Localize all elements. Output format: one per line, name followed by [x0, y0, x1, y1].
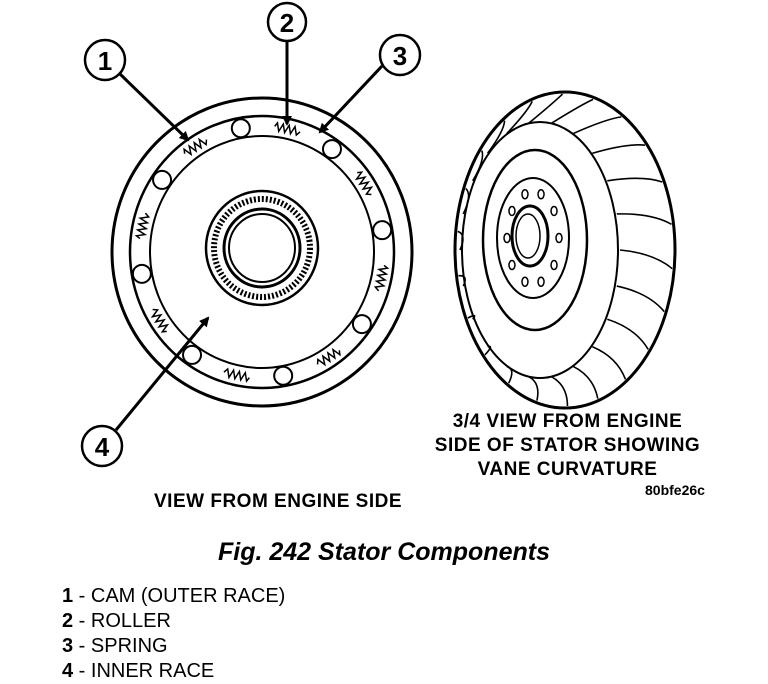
left-view-caption: VIEW FROM ENGINE SIDE	[154, 491, 403, 512]
hub-hole	[503, 232, 511, 244]
hub-ring	[496, 177, 570, 299]
vane	[484, 345, 492, 356]
legend: 1 - CAM (OUTER RACE) 2 - ROLLER 3 - SPRI…	[62, 584, 285, 684]
vane	[619, 249, 673, 270]
spring	[354, 171, 374, 196]
stator-34-view	[453, 90, 677, 410]
hub-hole	[521, 189, 529, 200]
vane	[506, 365, 513, 384]
roller	[372, 220, 393, 241]
hub-hole	[555, 232, 563, 244]
inner-race-hub	[222, 207, 302, 289]
vane	[592, 144, 646, 155]
vane	[528, 93, 564, 124]
vane	[550, 98, 594, 124]
legend-item: 3 - SPRING	[62, 635, 168, 657]
callout-1: 1	[83, 38, 190, 142]
roller	[152, 169, 173, 190]
roller	[230, 118, 251, 139]
spring	[134, 212, 151, 240]
vane	[458, 274, 467, 287]
spring	[373, 264, 390, 292]
spring	[223, 367, 250, 383]
hub-hole	[537, 276, 545, 287]
spring	[183, 137, 208, 157]
inner-race-outer	[204, 189, 320, 307]
cam-outer-ring	[128, 114, 396, 390]
legend-item: 1 - CAM (OUTER RACE)	[62, 585, 286, 607]
callout-3: 3	[318, 33, 422, 134]
vane	[486, 120, 506, 154]
vane	[592, 345, 627, 380]
hub-hole	[508, 259, 516, 271]
hub-hole	[550, 259, 558, 271]
stator-diagram: 1 2 3 4	[80, 1, 677, 468]
callout-2: 2	[266, 1, 308, 126]
hub-holes	[503, 189, 563, 287]
vane	[607, 177, 663, 183]
vane	[528, 375, 539, 401]
spring	[274, 121, 301, 137]
callout-3-number: 3	[393, 41, 407, 71]
vane	[616, 213, 672, 225]
spring	[316, 347, 341, 367]
vane	[506, 101, 533, 135]
right-view-caption-line-3: VANE CURVATURE	[477, 459, 658, 480]
vane	[467, 314, 476, 320]
hub-bore	[510, 204, 550, 268]
roller	[351, 314, 372, 335]
vane	[462, 187, 470, 215]
roller	[273, 365, 294, 386]
reference-code: 80bfe26c	[645, 482, 705, 498]
callout-2-number: 2	[280, 8, 294, 38]
vane-rim-front	[461, 121, 619, 379]
right-view-caption-line-1: 3/4 VIEW FROM ENGINE	[452, 411, 683, 432]
legend-item: 2 - ROLLER	[62, 610, 171, 632]
roller	[131, 263, 152, 284]
roller	[182, 344, 203, 365]
callout-4: 4	[80, 316, 210, 468]
spring	[150, 308, 170, 333]
vane	[616, 285, 665, 313]
hub-bore-inner	[515, 213, 541, 259]
stator-face-view	[110, 96, 414, 408]
callout-1-number: 1	[98, 46, 112, 76]
vane	[572, 365, 599, 399]
cam-inner-ring	[149, 135, 375, 369]
vane	[550, 375, 569, 406]
rollers	[131, 118, 393, 386]
vanes	[457, 93, 673, 406]
vane	[572, 116, 622, 135]
hub-hole	[521, 276, 529, 287]
figure-title: Fig. 242 Stator Components	[218, 538, 550, 566]
springs	[134, 121, 390, 383]
hub-hole	[537, 189, 545, 200]
vane	[607, 318, 649, 350]
right-view-caption-line-2: SIDE OF STATOR SHOWING	[434, 435, 701, 456]
hub-hole	[550, 205, 558, 217]
vane	[457, 230, 464, 251]
inner-race-spline	[211, 196, 313, 300]
vane	[472, 150, 484, 182]
hub-hole	[508, 205, 516, 217]
callout-4-number: 4	[95, 432, 110, 462]
hub-flange	[481, 148, 589, 332]
inner-race-bore	[228, 213, 296, 283]
legend-item: 4 - INNER RACE	[62, 660, 215, 682]
right-view-caption: 3/4 VIEW FROM ENGINE SIDE OF STATOR SHOW…	[400, 410, 735, 482]
roller	[321, 139, 342, 160]
